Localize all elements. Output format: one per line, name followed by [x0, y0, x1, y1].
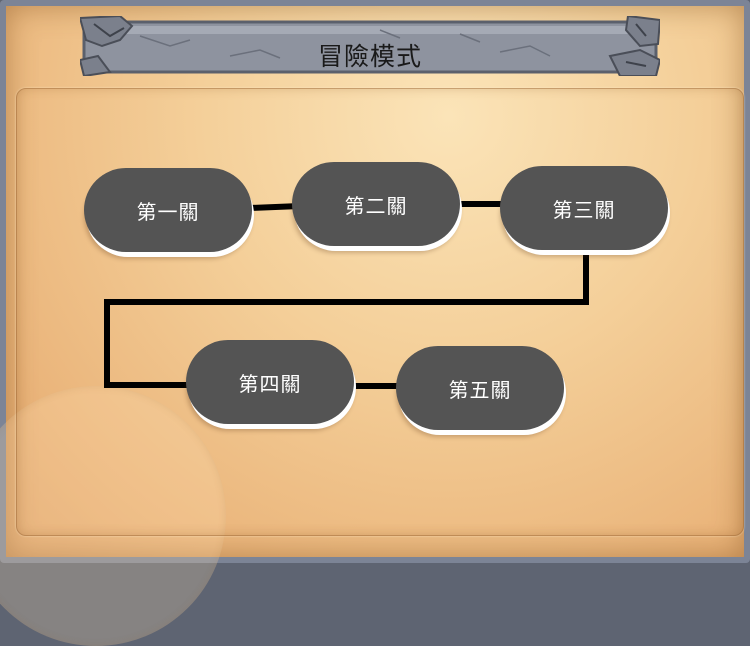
path-line-3	[104, 250, 589, 388]
stage-3-button[interactable]: 第三關	[500, 166, 668, 250]
stage-4-label: 第四關	[238, 371, 302, 396]
stage-3-label: 第三關	[552, 197, 616, 222]
stage-path	[104, 201, 589, 389]
path-line-1	[249, 203, 301, 211]
stage-5-label: 第五關	[448, 377, 512, 402]
stage-5-button[interactable]: 第五關	[396, 346, 564, 430]
stage-1-button[interactable]: 第一關	[84, 168, 252, 252]
stage-1-label: 第一關	[136, 199, 200, 224]
stone-banner-icon	[80, 16, 660, 76]
stage-2-label: 第二關	[344, 193, 408, 218]
stage-4-button[interactable]: 第四關	[186, 340, 354, 424]
title-banner: 冒險模式	[80, 16, 660, 76]
map-panel	[16, 88, 744, 536]
page-title: 冒險模式	[317, 42, 422, 71]
stage-2-button[interactable]: 第二關	[292, 162, 460, 246]
